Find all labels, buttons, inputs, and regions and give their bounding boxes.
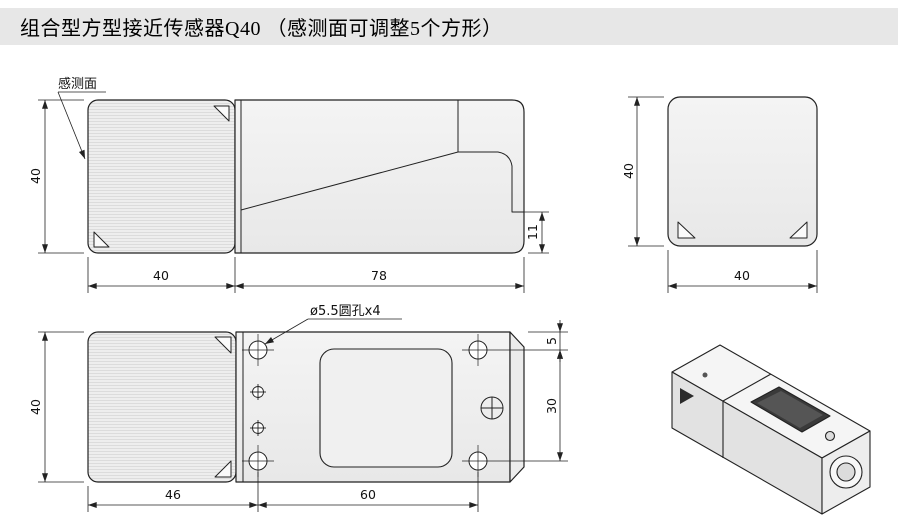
dim-side-step: 11 — [525, 224, 540, 240]
corner-mark-top-right — [213, 105, 230, 122]
dim-top-height: 40 — [28, 399, 43, 415]
corner-mark-bottom-left — [93, 231, 110, 248]
sensing-window — [319, 348, 453, 468]
side-view-dimensions — [38, 91, 549, 293]
end-cap — [509, 331, 525, 483]
side-view — [87, 99, 525, 254]
dim-hole-pitch: 30 — [544, 398, 559, 414]
step-profile — [458, 151, 524, 213]
dim-top-hole-span: 60 — [360, 487, 376, 502]
sensor-face-front — [667, 96, 818, 247]
dim-top-head-offset: 46 — [165, 487, 181, 502]
iso-connector-inner — [836, 462, 856, 482]
dim-front-height: 40 — [621, 163, 636, 179]
dim-front-width: 40 — [734, 268, 750, 283]
iso-head-indicator-triangle — [680, 388, 694, 404]
corner-mark-top-right — [214, 336, 232, 354]
dim-side-height: 40 — [28, 168, 43, 184]
front-view-dimensions — [628, 96, 818, 293]
top-view — [87, 331, 525, 483]
page-title: 组合型方型接近传感器Q40 （感测面可调整5个方形） — [20, 18, 503, 40]
corner-mark-bottom-right — [789, 221, 808, 239]
front-view-texts: 40 40 — [621, 163, 750, 283]
phillips-screw — [480, 396, 504, 420]
leader-line — [264, 318, 309, 345]
side-view-texts: 40 40 78 11 感测面 — [28, 76, 540, 283]
title-bar: 组合型方型接近传感器Q40 （感测面可调整5个方形） — [0, 8, 898, 45]
wedge-diagonal — [240, 151, 459, 211]
dim-side-body-length: 78 — [371, 268, 387, 283]
side-view-detail-lines — [240, 100, 524, 253]
sensor-body-side — [234, 99, 525, 254]
adjust-screws — [250, 384, 266, 436]
dim-side-head-width: 40 — [153, 268, 169, 283]
sensor-head-side — [87, 99, 236, 254]
corner-mark-bottom-right — [214, 460, 232, 478]
corner-mark-bottom-left — [677, 221, 696, 239]
sensor-head-top — [87, 331, 237, 483]
top-view-texts: 40 46 60 5 30 ø5.5圆孔x4 — [28, 304, 559, 502]
iso-label-inner — [757, 391, 823, 428]
hole-centerlines — [242, 334, 494, 477]
iso-top-screw — [824, 430, 836, 442]
leader-line — [57, 91, 86, 160]
iso-head-joint-top — [722, 373, 772, 402]
iso-head-dot — [702, 372, 708, 378]
dim-top-to-hole: 5 — [544, 337, 559, 345]
hole-callout-label: ø5.5圆孔x4 — [310, 304, 381, 319]
sensing-face-label: 感测面 — [58, 76, 97, 92]
top-view-dimensions — [38, 318, 568, 512]
front-view — [667, 96, 818, 247]
isometric-view — [671, 344, 871, 515]
